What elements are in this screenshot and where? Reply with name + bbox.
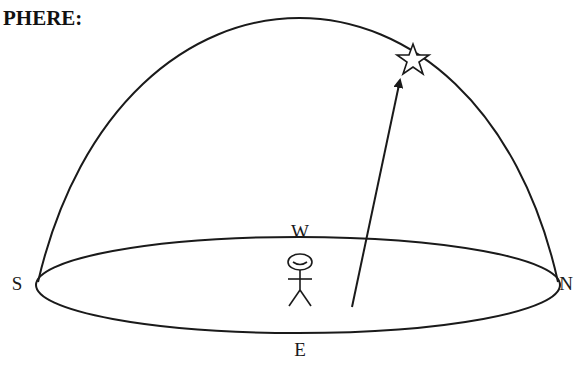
sky-arc xyxy=(38,18,558,282)
horizon-ellipse xyxy=(36,237,560,333)
sight-arrow xyxy=(352,80,400,307)
heading: PHERE: xyxy=(3,8,82,29)
star-symbol xyxy=(397,44,429,74)
direction-label: S xyxy=(12,274,23,293)
direction-label: E xyxy=(294,340,306,359)
direction-label: W xyxy=(291,222,309,241)
direction-label: N xyxy=(559,274,573,293)
observer-figure xyxy=(288,254,312,306)
